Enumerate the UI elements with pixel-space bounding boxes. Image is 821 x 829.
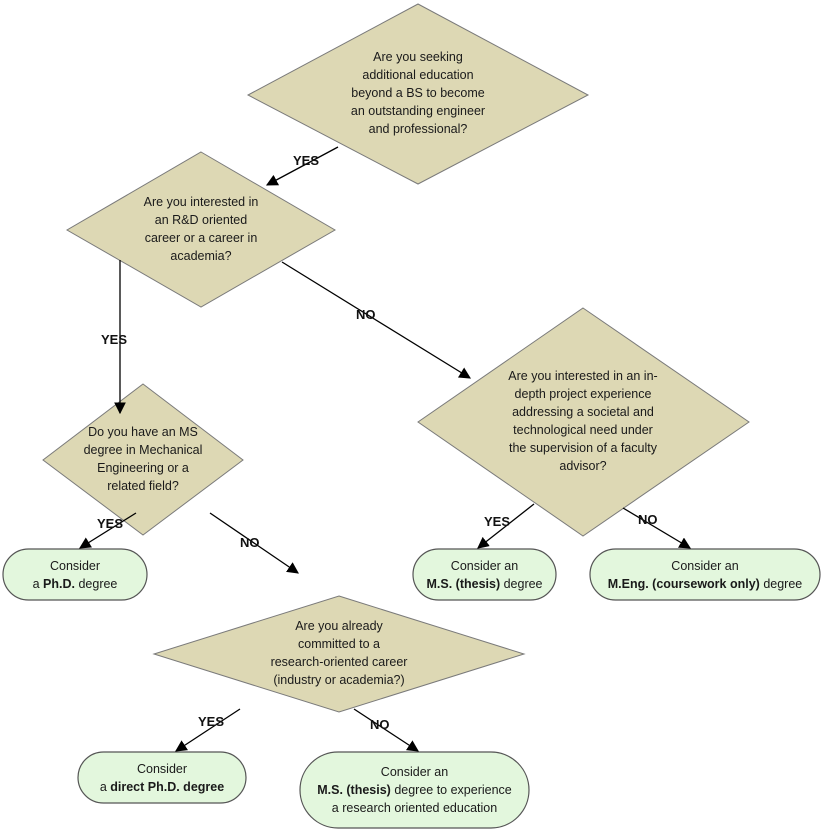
outcome-phd	[2, 548, 148, 601]
decision-diamond-rd-career	[66, 151, 336, 308]
edge-label-q3-no: NO	[240, 535, 260, 550]
arrow-q2-no	[281, 261, 471, 379]
outcome-ms-research	[299, 751, 530, 829]
outcome-direct-phd	[77, 751, 247, 804]
outcome-text-ms-thesis: Consider an M.S. (thesis) degree	[426, 559, 543, 591]
decision-text-education: Are you seeking additional education bey…	[350, 50, 486, 136]
decision-diamond-ms-degree	[42, 383, 244, 536]
outcome-meng	[589, 548, 821, 601]
outcome-text-ms-research: Consider an M.S. (thesis) degree to expe…	[317, 765, 512, 815]
outcome-text-meng: Consider an M.Eng. (coursework only) deg…	[607, 559, 803, 591]
decision-diamond-project-experience	[417, 307, 750, 537]
arrow-q3-yes	[79, 512, 137, 549]
edge-label-q2-yes: YES	[101, 332, 128, 347]
edge-label-q4-no: NO	[638, 512, 658, 527]
arrow-q3-no	[209, 512, 299, 574]
edge-label-q1-yes: YES	[293, 153, 320, 168]
arrow-q4-no	[622, 507, 692, 549]
decision-text-research-committed: Are you already committed to a research-…	[270, 619, 408, 687]
outcome-text-phd: Consider a Ph.D. degree	[32, 559, 118, 591]
edge-label-q3-yes: YES	[97, 516, 124, 531]
outcome-text-direct-phd: Consider a direct Ph.D. degree	[99, 762, 225, 794]
edge-label-q2-no: NO	[356, 307, 376, 322]
decision-diamond-education	[246, 3, 590, 185]
decision-text-ms-degree: Do you have an MS degree in Mechanical E…	[83, 425, 203, 493]
decision-text-project-experience: Are you interested in an in- depth proje…	[508, 369, 658, 473]
arrow-q1-yes	[265, 146, 339, 186]
edge-label-q5-no: NO	[370, 717, 390, 732]
arrow-q5-no	[353, 708, 419, 752]
arrow-q5-yes	[175, 708, 241, 752]
decision-diamond-research-committed	[152, 595, 526, 713]
edge-label-q5-yes: YES	[198, 714, 225, 729]
arrow-q4-yes	[477, 503, 535, 549]
decision-text-rd-career: Are you interested in an R&D oriented ca…	[143, 195, 259, 263]
edge-label-q4-yes: YES	[484, 514, 511, 529]
outcome-ms-thesis	[412, 548, 557, 601]
